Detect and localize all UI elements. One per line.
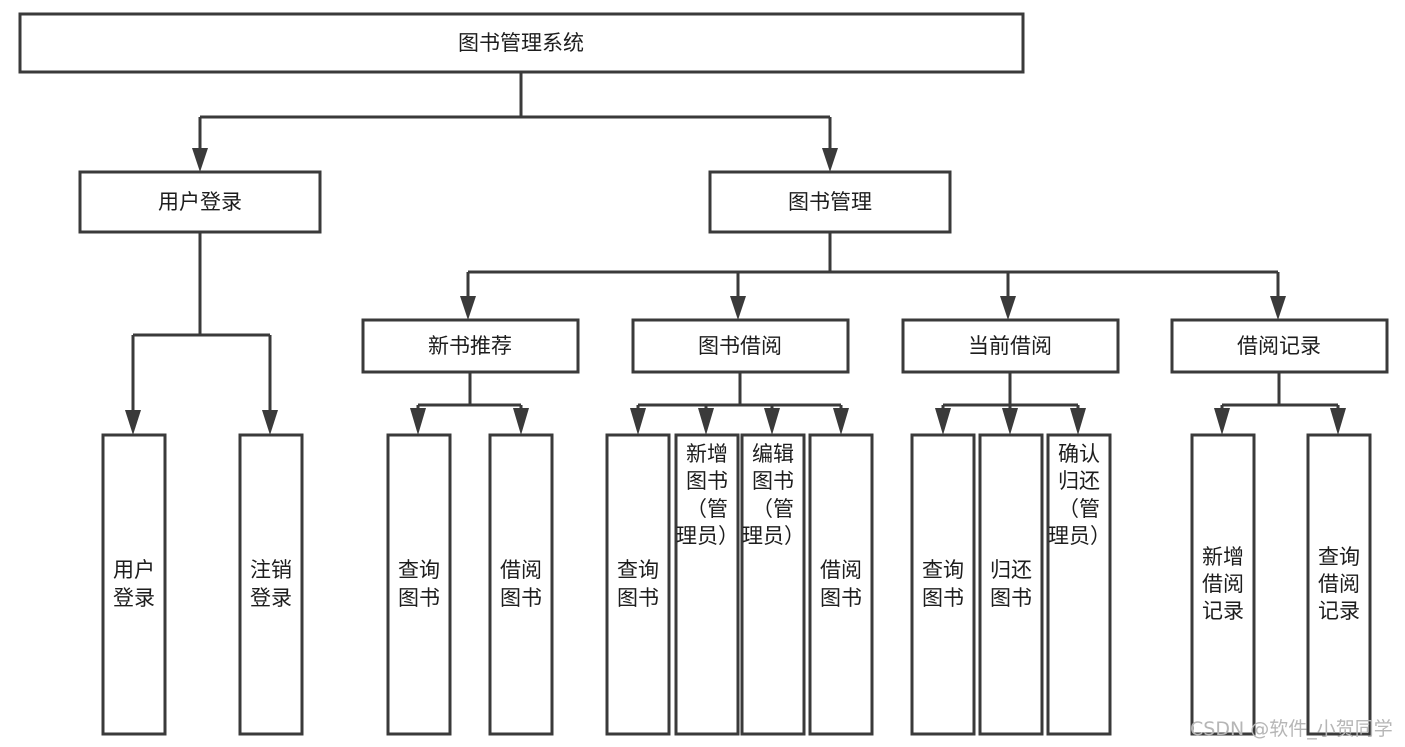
- arrow-level1-2: [822, 148, 838, 172]
- arrow-borrow-record-1: [1214, 408, 1230, 435]
- leaf-user-login-2-box[interactable]: [238, 433, 304, 736]
- arrow-level1-1: [192, 148, 208, 172]
- node-new-book-recommend-label: 新书推荐: [428, 334, 512, 358]
- arrow-level3-4: [1270, 296, 1286, 320]
- arrow-book-borrow-3: [764, 408, 780, 435]
- arrow-book-borrow-2: [698, 408, 714, 435]
- leaf-current-borrow-3-box[interactable]: [1046, 433, 1112, 736]
- node-current-borrow-box[interactable]: [901, 318, 1120, 374]
- node-root-label: 图书管理系统: [458, 31, 584, 55]
- arrow-level3-2: [730, 296, 746, 320]
- arrow-new-book-1: [410, 408, 426, 435]
- leaf-current-borrow-2-box[interactable]: [978, 433, 1044, 736]
- arrow-current-borrow-2: [1002, 408, 1018, 435]
- arrow-book-borrow-4: [833, 408, 849, 435]
- leaf-book-borrow-3-box[interactable]: [740, 433, 806, 736]
- arrow-user-login-2: [262, 410, 278, 435]
- leaf-user-login-1-box[interactable]: [101, 433, 167, 736]
- leaf-new-book-2-box[interactable]: [488, 433, 554, 736]
- node-new-book-recommend-box[interactable]: [361, 318, 580, 374]
- node-book-management-label: 图书管理: [788, 190, 872, 214]
- leaf-current-borrow-1-box[interactable]: [910, 433, 976, 736]
- node-book-management-box[interactable]: [708, 170, 952, 234]
- arrow-borrow-record-2: [1330, 408, 1346, 435]
- arrow-book-borrow-1: [630, 408, 646, 435]
- arrow-level3-1: [460, 296, 476, 320]
- arrow-new-book-2: [513, 408, 529, 435]
- leaf-borrow-record-2-box[interactable]: [1306, 433, 1372, 736]
- node-book-borrow-box[interactable]: [631, 318, 850, 374]
- node-root-box[interactable]: [18, 12, 1025, 74]
- arrow-user-login-1: [125, 410, 141, 435]
- leaf-new-book-1-box[interactable]: [386, 433, 452, 736]
- node-borrow-record-label: 借阅记录: [1237, 334, 1321, 358]
- node-user-login-label: 用户登录: [158, 190, 242, 214]
- arrow-level3-3: [1000, 296, 1016, 320]
- leaf-book-borrow-2-box[interactable]: [674, 433, 740, 736]
- arrow-current-borrow-1: [935, 408, 951, 435]
- node-current-borrow-label: 当前借阅: [968, 334, 1052, 358]
- leaf-book-borrow-4-box[interactable]: [808, 433, 874, 736]
- node-borrow-record-box[interactable]: [1170, 318, 1389, 374]
- arrow-current-borrow-3: [1070, 408, 1086, 435]
- leaf-borrow-record-1-box[interactable]: [1190, 433, 1256, 736]
- node-book-borrow-label: 图书借阅: [698, 334, 782, 358]
- leaf-book-borrow-1-box[interactable]: [605, 433, 671, 736]
